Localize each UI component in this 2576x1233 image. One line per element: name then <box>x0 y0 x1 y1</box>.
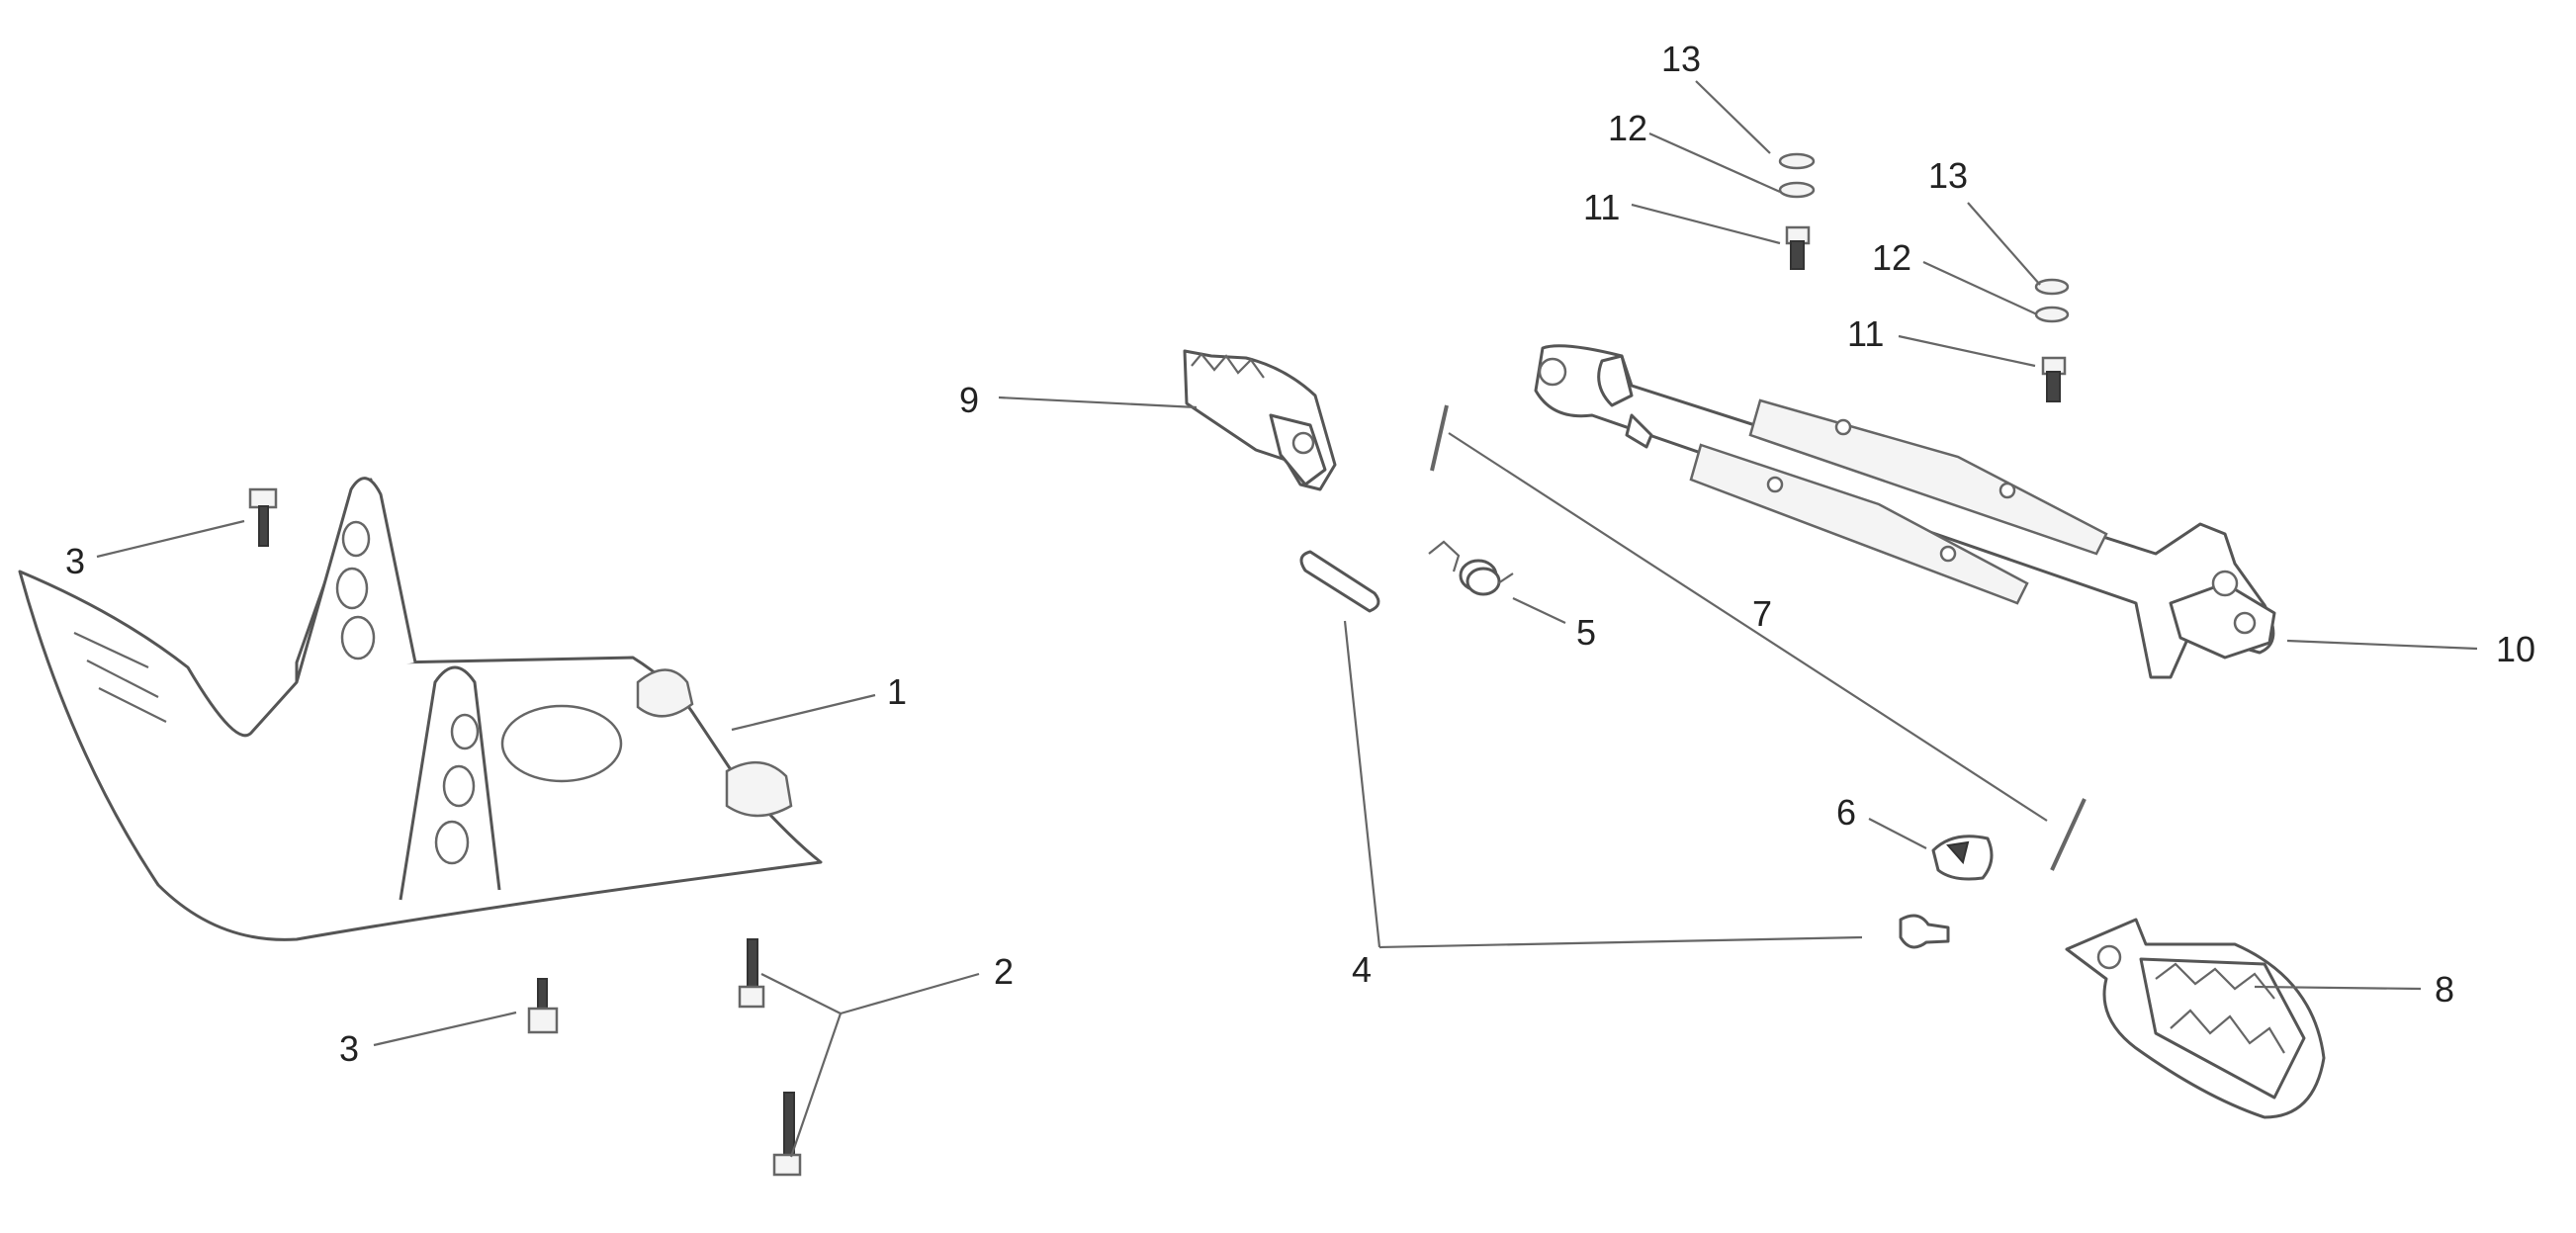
callout-7: 7 <box>1752 593 1772 634</box>
callout-2: 2 <box>994 951 1014 992</box>
callout-12-left: 12 <box>1608 108 1647 148</box>
long-bolts <box>738 938 802 1177</box>
right-footpeg <box>2065 918 2326 1119</box>
callout-6: 6 <box>1836 792 1856 833</box>
callout-5: 5 <box>1576 612 1596 653</box>
callout-3-lower: 3 <box>339 1028 359 1069</box>
callout-11-right: 11 <box>1847 313 1884 354</box>
callout-10: 10 <box>2496 629 2535 669</box>
callout-13-left: 13 <box>1661 39 1701 79</box>
pins <box>1299 550 1950 949</box>
skid-plate <box>18 477 823 941</box>
small-bolts <box>248 487 559 1034</box>
callout-12-right: 12 <box>1872 237 1911 278</box>
callout-labels: 1 2 3 3 4 5 6 7 8 9 10 11 11 12 12 13 13 <box>65 39 2535 1069</box>
left-footpeg <box>1183 349 1337 491</box>
callout-3-upper: 3 <box>65 541 85 581</box>
callout-8: 8 <box>2435 969 2454 1010</box>
spring <box>1428 540 1514 596</box>
side-stand <box>1534 344 2276 679</box>
cap-nut <box>1931 835 1994 881</box>
cotter-pins <box>1430 404 2087 871</box>
callout-9: 9 <box>959 380 979 420</box>
callout-13-right: 13 <box>1928 155 1968 196</box>
callout-1: 1 <box>887 671 907 712</box>
callout-4: 4 <box>1352 949 1372 990</box>
upper-fasteners <box>1778 152 2070 402</box>
leader-lines <box>96 80 2478 1158</box>
callout-11-left: 11 <box>1583 187 1620 227</box>
